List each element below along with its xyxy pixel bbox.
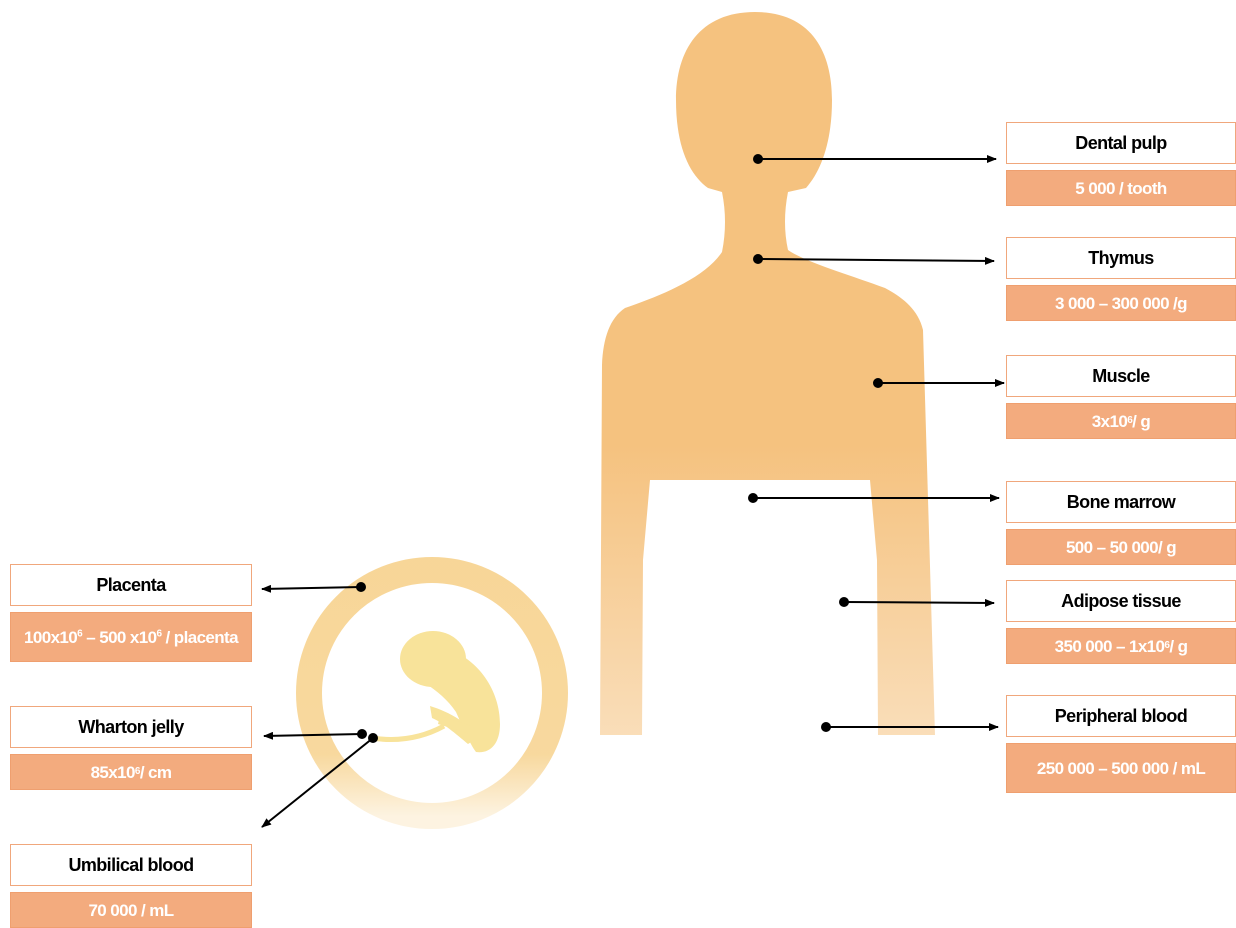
umbilical-cord [371, 723, 446, 742]
fetus-icon [400, 631, 500, 753]
source-name: Adipose tissue [1006, 580, 1236, 622]
source-name: Peripheral blood [1006, 695, 1236, 737]
arrow-umbilical-blood [261, 737, 374, 828]
source-name: Thymus [1006, 237, 1236, 279]
arrow-wharton-jelly [263, 731, 363, 740]
source-box-thymus: Thymus 3 000 – 300 000 /g [1006, 237, 1236, 321]
source-cell-count: 70 000 / mL [10, 892, 252, 928]
source-cell-count: 500 – 50 000/ g [1006, 529, 1236, 565]
arrow-placenta [261, 584, 362, 593]
source-box-bone-marrow: Bone marrow 500 – 50 000/ g [1006, 481, 1236, 565]
source-name: Placenta [10, 564, 252, 606]
connector-arrows [261, 155, 1005, 828]
source-name: Muscle [1006, 355, 1236, 397]
source-name: Bone marrow [1006, 481, 1236, 523]
source-cell-count: 250 000 – 500 000 / mL [1006, 743, 1236, 793]
arrow-adipose-tissue [843, 598, 995, 607]
arrow-thymus [757, 256, 995, 265]
source-box-peripheral-blood: Peripheral blood 250 000 – 500 000 / mL [1006, 695, 1236, 795]
source-name: Wharton jelly [10, 706, 252, 748]
source-name: Dental pulp [1006, 122, 1236, 164]
human-silhouette [600, 12, 935, 735]
source-cell-count: 100x106 – 500 x106 / placenta [10, 612, 252, 662]
source-cell-count: 3 000 – 300 000 /g [1006, 285, 1236, 321]
source-cell-count: 5 000 / tooth [1006, 170, 1236, 206]
source-box-placenta: Placenta 100x106 – 500 x106 / placenta [10, 564, 252, 664]
connector-dots [356, 154, 883, 743]
source-name: Umbilical blood [10, 844, 252, 886]
amniotic-ring [296, 557, 568, 829]
source-box-umbilical-blood: Umbilical blood 70 000 / mL [10, 844, 252, 928]
source-box-dental-pulp: Dental pulp 5 000 / tooth [1006, 122, 1236, 206]
